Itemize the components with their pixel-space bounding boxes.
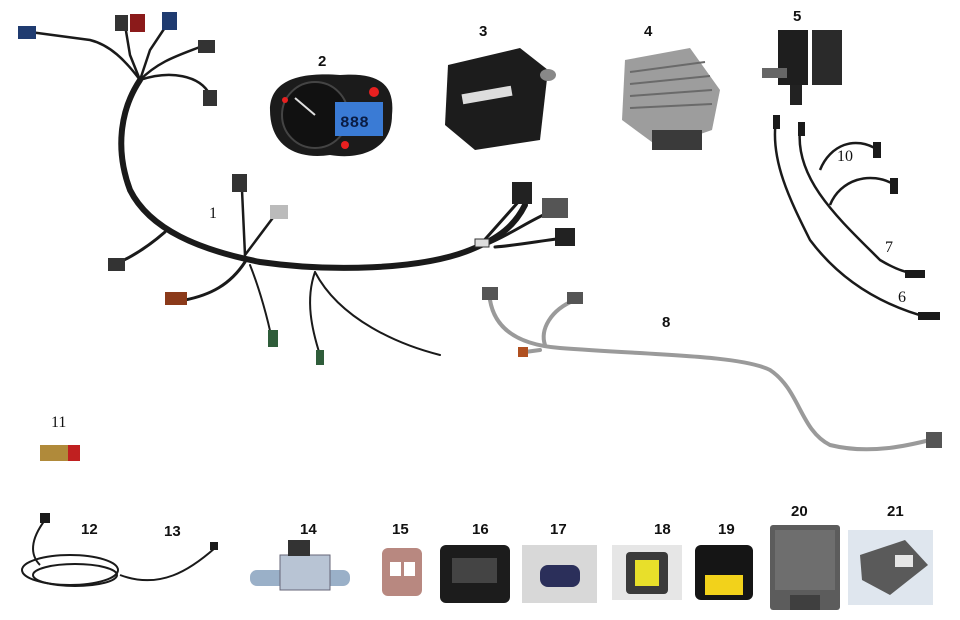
part-label-7: 7	[885, 239, 893, 256]
part-label-16: 16	[472, 521, 489, 538]
sensor-ends	[773, 115, 940, 320]
part-label-4: 4	[644, 23, 653, 40]
part-label-8: 8	[662, 314, 671, 331]
part-label-20: 20	[791, 503, 808, 520]
voltage-regulator	[622, 48, 720, 150]
connector-19	[695, 545, 753, 600]
part-label-15: 15	[392, 521, 409, 538]
part-label-10: 10	[837, 148, 853, 165]
cdi-unit-20	[770, 525, 840, 610]
part-label-13: 13	[164, 523, 181, 540]
part-label-1: 1	[209, 205, 217, 222]
connector-17	[522, 545, 597, 603]
connector-18	[612, 545, 682, 600]
fuel-pump-sensor	[250, 540, 350, 591]
dash-lcd-readout: 888	[340, 114, 369, 132]
part-label-6: 6	[898, 289, 906, 306]
part-label-19: 19	[718, 521, 735, 538]
part-label-18: 18	[654, 521, 671, 538]
harness-connectors	[18, 12, 575, 365]
part-label-12: 12	[81, 521, 98, 538]
part-label-5: 5	[793, 8, 802, 25]
secondary-harness	[488, 298, 932, 452]
part-label-3: 3	[479, 23, 488, 40]
part-label-21: 21	[887, 503, 904, 520]
connector-15	[382, 548, 422, 596]
plug-13	[210, 542, 218, 550]
digital-dashboard: 888	[270, 74, 393, 157]
part-label-2: 2	[318, 53, 327, 70]
part-label-14: 14	[300, 521, 317, 538]
ignition-coils	[762, 30, 842, 105]
connector-16	[440, 545, 510, 603]
secondary-harness-connectors	[482, 287, 942, 448]
cdi-unit	[445, 48, 556, 150]
cable-coils	[21, 519, 216, 587]
temperature-switch	[40, 445, 80, 461]
part-label-17: 17	[550, 521, 567, 538]
plug-12	[40, 513, 50, 523]
part-label-11: 11	[51, 414, 67, 431]
cdi-unit-21	[848, 530, 933, 605]
